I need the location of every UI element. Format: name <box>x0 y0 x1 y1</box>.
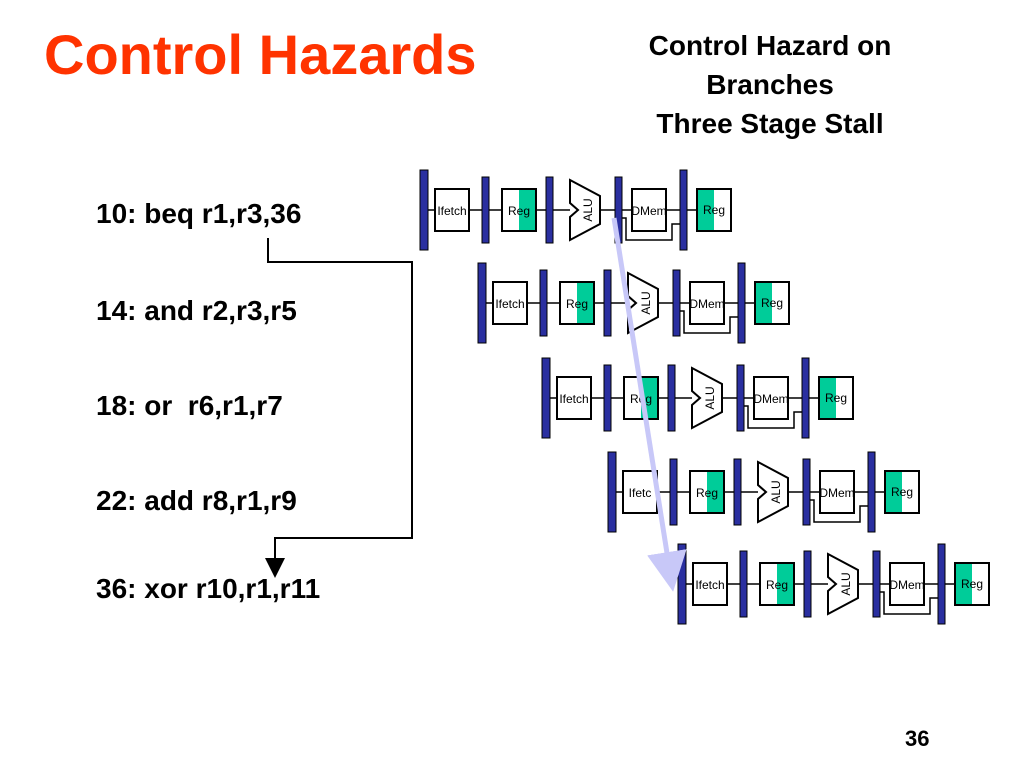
latch-2 <box>545 176 554 244</box>
dmem-bypass-wire <box>880 591 938 615</box>
latch-0 <box>419 169 429 251</box>
page-number: 36 <box>905 726 930 751</box>
row-and: Ifetch Reg ALU DMem Reg <box>477 262 790 344</box>
dmem-bypass-wire <box>680 310 738 334</box>
instruction-10: 10: beq r1,r3,36 <box>96 198 302 229</box>
alu-shape <box>757 460 789 524</box>
reg-read-label: Reg <box>696 486 718 500</box>
reg-write-box <box>884 470 920 514</box>
ifetch-label: Ifetc <box>629 486 652 500</box>
dmem-label: DMem <box>819 486 854 500</box>
alu-label: ALU <box>581 198 595 221</box>
reg-write-label: Reg <box>761 296 783 310</box>
ifetch-box <box>692 562 728 606</box>
row-add: Ifetc Reg ALU DMem Reg <box>607 451 920 533</box>
latch-4 <box>867 451 876 533</box>
latch-4 <box>737 262 746 344</box>
reg-write-box <box>954 562 990 606</box>
latch-3 <box>802 458 811 526</box>
latch-2 <box>667 364 676 432</box>
subtitle-line-2: Branches <box>706 69 834 101</box>
ifetch-label: Ifetch <box>495 297 524 311</box>
latch-1 <box>739 550 748 618</box>
latch-3 <box>736 364 745 432</box>
latch-4 <box>679 169 688 251</box>
latch-2 <box>803 550 812 618</box>
reg-read-label: Reg <box>508 204 530 218</box>
reg-write-label: Reg <box>825 391 847 405</box>
reg-write-left-half <box>755 282 772 324</box>
alu-shape <box>691 366 723 430</box>
reg-read-label: Reg <box>566 297 588 311</box>
latch-1 <box>539 269 548 337</box>
reg-write-left-half <box>819 377 836 419</box>
subtitle-line-1: Control Hazard on <box>648 30 892 61</box>
reg-write-box <box>696 188 732 232</box>
reg-write-label: Reg <box>703 203 725 217</box>
latch-3 <box>672 269 681 337</box>
latch-0 <box>477 262 487 344</box>
latch-2 <box>603 269 612 337</box>
dmem-box <box>689 281 725 325</box>
reg-write-left-half <box>697 189 714 231</box>
reg-write-box <box>818 376 854 420</box>
latch-2 <box>733 458 742 526</box>
reg-write-left-half <box>955 563 972 605</box>
alu-label: ALU <box>839 572 853 595</box>
latch-1 <box>481 176 490 244</box>
branch-target-line <box>265 238 413 578</box>
alu-shape <box>827 552 859 616</box>
row-xor: Ifetch Reg ALU DMem Reg <box>677 543 990 625</box>
latch-4 <box>937 543 946 625</box>
reg-write-label: Reg <box>891 485 913 499</box>
latch-0 <box>541 357 551 439</box>
dmem-label: DMem <box>631 204 666 218</box>
reg-read-right-half <box>707 471 724 513</box>
alu-label: ALU <box>703 386 717 409</box>
row-beq: Ifetch Reg ALU DMem Reg <box>419 169 732 251</box>
reg-read-right-half <box>777 563 794 605</box>
dmem-label: DMem <box>753 392 788 406</box>
instruction-14: 14: and r2,r3,r5 <box>96 295 297 326</box>
reg-write-box <box>754 281 790 325</box>
latch-4 <box>801 357 810 439</box>
dmem-bypass-wire <box>622 217 680 241</box>
ifetch-label: Ifetch <box>695 578 724 592</box>
slide-title: Control Hazards <box>44 23 477 86</box>
dmem-bypass-wire <box>810 499 868 523</box>
reg-write-label: Reg <box>961 577 983 591</box>
ifetch-label: Ifetch <box>559 392 588 406</box>
latch-3 <box>872 550 881 618</box>
reg-read-right-half <box>519 189 536 231</box>
instruction-22: 22: add r8,r1,r9 <box>96 485 297 516</box>
instruction-18: 18: or r6,r1,r7 <box>96 390 283 421</box>
latch-1 <box>669 458 678 526</box>
latch-1 <box>603 364 612 432</box>
ifetch-label: Ifetch <box>437 204 466 218</box>
alu-shape <box>569 178 601 242</box>
dmem-bypass-wire <box>744 405 802 429</box>
dmem-label: DMem <box>689 297 724 311</box>
instruction-36: 36: xor r10,r1,r11 <box>96 573 321 604</box>
latch-0 <box>607 451 617 533</box>
alu-label: ALU <box>639 291 653 314</box>
reg-read-right-half <box>577 282 594 324</box>
branch-resolve-arrow <box>611 217 687 592</box>
dmem-label: DMem <box>889 578 924 592</box>
reg-write-left-half <box>885 471 902 513</box>
ifetch-box <box>434 188 470 232</box>
branch-target-connector <box>265 238 413 578</box>
latch-0 <box>677 543 687 625</box>
slide-subtitle: Control Hazard on Branches Three Stage S… <box>600 26 940 144</box>
alu-label: ALU <box>769 480 783 503</box>
subtitle-line-3: Three Stage Stall <box>656 108 884 140</box>
reg-read-label: Reg <box>766 578 788 592</box>
